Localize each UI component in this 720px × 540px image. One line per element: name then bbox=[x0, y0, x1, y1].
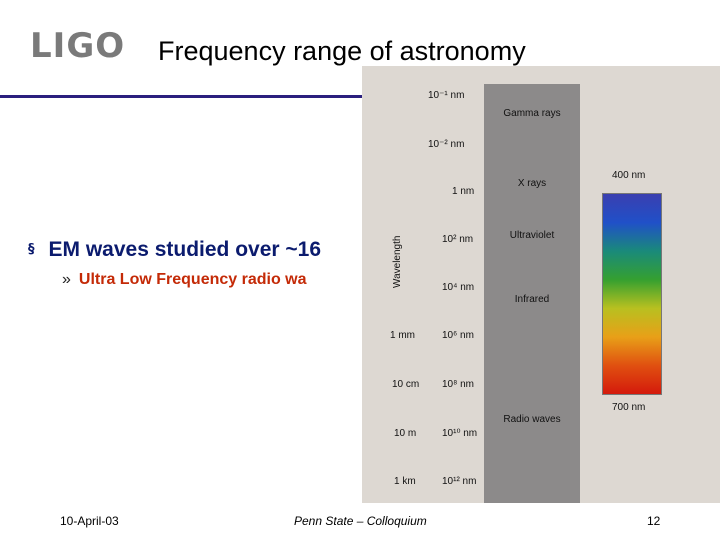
sub-bullet-text: Ultra Low Frequency radio wa bbox=[78, 271, 307, 288]
visible-spectrum-bar bbox=[602, 193, 662, 395]
footer-page-number: 12 bbox=[647, 514, 661, 528]
tick-left-3: 1 km bbox=[394, 476, 416, 487]
footer-venue: Penn State – Colloquium bbox=[294, 514, 427, 528]
sub-bullet: » Ultra Low Frequency radio wa bbox=[62, 271, 307, 289]
title-divider bbox=[0, 95, 720, 98]
main-bullet-text: EM waves studied over ~16 bbox=[48, 238, 322, 261]
tick-right-0: 10⁻¹ nm bbox=[428, 90, 465, 101]
wavelength-column: Gamma rays X rays Ultraviolet Infrared R… bbox=[484, 84, 580, 503]
visible-top-label: 400 nm bbox=[612, 170, 646, 181]
band-radio-waves: Radio waves bbox=[503, 414, 561, 425]
tick-right-5: 10⁶ nm bbox=[442, 330, 474, 341]
em-spectrum-figure: Gamma rays X rays Ultraviolet Infrared R… bbox=[362, 66, 720, 503]
main-bullet: § EM waves studied over ~16 bbox=[28, 238, 321, 262]
tick-left-1: 10 cm bbox=[392, 379, 420, 390]
section-bullet-icon: § bbox=[28, 242, 35, 257]
band-infrared: Infrared bbox=[514, 294, 550, 305]
tick-left-0: 1 mm bbox=[390, 330, 415, 341]
tick-right-7: 10¹⁰ nm bbox=[442, 428, 478, 439]
tick-right-1: 10⁻² nm bbox=[428, 139, 465, 150]
ligo-logo: LIGO bbox=[30, 26, 126, 66]
band-x-rays: X rays bbox=[517, 178, 547, 189]
tick-right-2: 1 nm bbox=[452, 186, 475, 197]
footer-date: 10-April-03 bbox=[60, 514, 119, 528]
band-gamma-rays: Gamma rays bbox=[503, 108, 561, 119]
band-ultraviolet: Ultraviolet bbox=[509, 230, 555, 241]
tick-right-8: 10¹² nm bbox=[442, 476, 477, 487]
visible-bottom-label: 700 nm bbox=[612, 402, 646, 413]
slide-title: Frequency range of astronomy bbox=[158, 36, 526, 66]
chevron-bullet-icon: » bbox=[62, 271, 71, 288]
tick-right-6: 10⁸ nm bbox=[442, 379, 475, 390]
tick-right-4: 10⁴ nm bbox=[442, 282, 475, 293]
tick-right-3: 10² nm bbox=[442, 234, 474, 245]
tick-left-2: 10 m bbox=[394, 428, 417, 439]
wavelength-axis-label: Wavelength bbox=[392, 235, 403, 288]
